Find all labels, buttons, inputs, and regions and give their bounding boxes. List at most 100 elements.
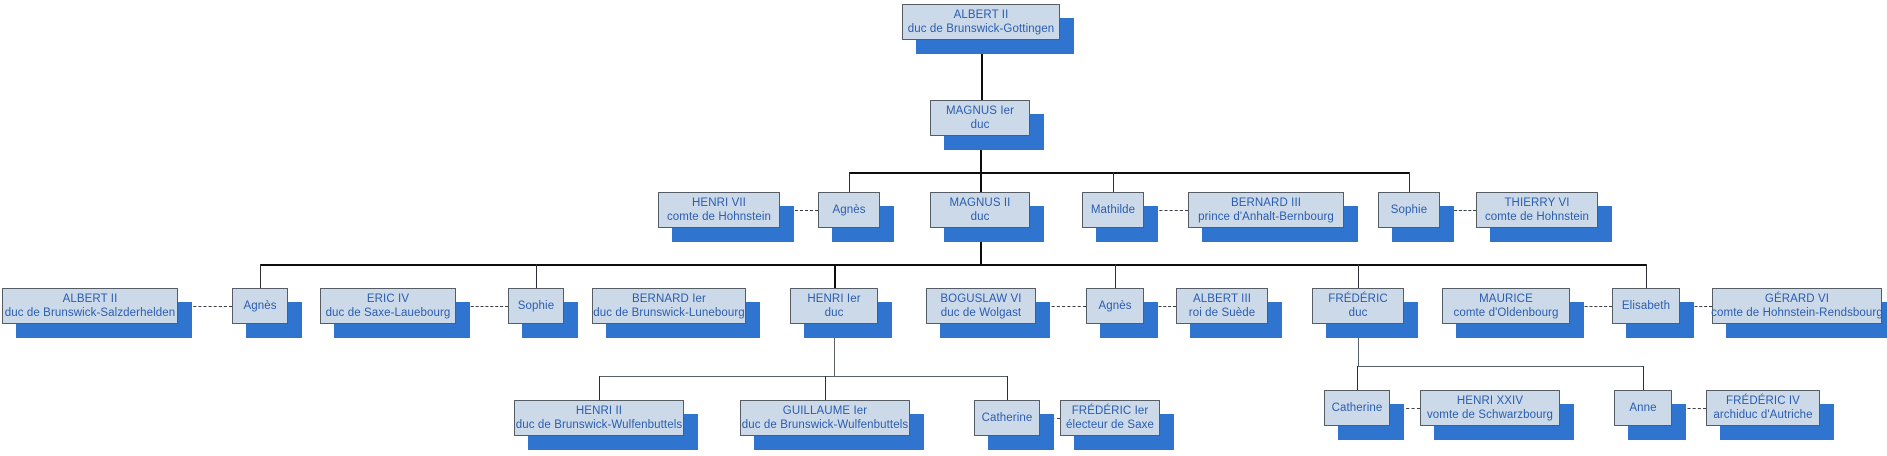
person-node-catherine_a[interactable]: Catherine: [974, 400, 1040, 436]
person-node-anne[interactable]: Anne: [1614, 390, 1672, 426]
descent-branch: [1112, 172, 1114, 192]
person-title: duc: [970, 119, 990, 131]
person-name: HENRI II: [575, 404, 623, 417]
person-node-maurice[interactable]: MAURICE comte d'Oldenbourg: [1442, 288, 1570, 324]
descent-bus: [260, 264, 1646, 266]
person-node-gerard6[interactable]: GÉRARD VI comte de Hohnstein-Rendsbourg: [1711, 288, 1883, 324]
marriage-link: [178, 306, 232, 307]
person-name: Catherine: [981, 411, 1033, 424]
person-name: ERIC IV: [366, 292, 410, 305]
descent-branch: [1645, 264, 1647, 288]
person-name: FRÉDÉRIC IV: [1726, 394, 1800, 407]
person-name: ALBERT III: [1192, 292, 1252, 305]
person-name: ALBERT II: [953, 8, 1009, 21]
descent-branch: [824, 376, 826, 400]
person-node-mathilde[interactable]: Mathilde: [1082, 192, 1144, 228]
person-node-frederic1[interactable]: FRÉDÉRIC Ier électeur de Saxe: [1060, 400, 1160, 436]
descent-bus: [849, 172, 1409, 174]
person-title: duc: [1348, 307, 1368, 319]
person-node-henri7[interactable]: HENRI VII comte de Hohnstein: [658, 192, 780, 228]
person-title: duc de Wolgast: [940, 307, 1022, 319]
descent-branch: [535, 264, 537, 288]
person-name: BERNARD Ier: [632, 292, 706, 305]
person-title: électeur de Saxe: [1066, 419, 1154, 431]
person-title: duc de Brunswick-Wulfenbuttels: [515, 419, 683, 431]
descent-line: [980, 40, 983, 100]
descent-branch: [1114, 264, 1116, 288]
descent-stem: [833, 324, 835, 376]
person-name: Elisabeth: [1621, 299, 1671, 312]
person-title: comte d'Oldenbourg: [1453, 307, 1559, 319]
person-title: prince d'Anhalt-Bernbourg: [1198, 211, 1334, 223]
person-name: Agnès: [243, 299, 277, 312]
person-node-albert2g[interactable]: ALBERT II duc de Brunswick-Gottingen: [902, 4, 1060, 40]
person-title: roi de Suède: [1188, 307, 1256, 319]
marriage-link: [1570, 306, 1612, 307]
person-title: duc de Brunswick-Salzderhelden: [4, 307, 176, 319]
person-node-magnus1[interactable]: MAGNUS Ier duc: [930, 100, 1030, 136]
person-title: duc de Brunswick-Lunebourg: [593, 307, 745, 319]
person-title: duc: [970, 211, 990, 223]
person-node-catherine_b[interactable]: Catherine: [1324, 390, 1390, 426]
descent-branch: [259, 264, 261, 288]
person-node-henri24[interactable]: HENRI XXIV vomte de Schwarzbourg: [1420, 390, 1560, 426]
descent-branch: [1356, 366, 1358, 390]
person-title: comte de Hohnstein-Rendsbourg: [1711, 307, 1883, 319]
person-node-albert3[interactable]: ALBERT III roi de Suède: [1176, 288, 1268, 324]
person-node-boguslaw6[interactable]: BOGUSLAW VI duc de Wolgast: [926, 288, 1036, 324]
person-name: MAURICE: [1479, 292, 1533, 305]
marriage-link: [1680, 306, 1712, 307]
person-name: GUILLAUME Ier: [782, 404, 868, 417]
person-title: comte de Hohnstein: [1484, 211, 1590, 223]
marriage-link: [1144, 210, 1188, 211]
person-title: vomte de Schwarzbourg: [1426, 409, 1554, 421]
person-name: GÉRARD VI: [1764, 292, 1830, 305]
descent-branch: [1357, 264, 1359, 288]
person-title: archiduc d'Autriche: [1713, 409, 1813, 421]
person-name: Sophie: [1390, 203, 1428, 216]
person-node-elisabeth[interactable]: Elisabeth: [1612, 288, 1680, 324]
person-node-bernard3[interactable]: BERNARD III prince d'Anhalt-Bernbourg: [1188, 192, 1344, 228]
person-name: BERNARD III: [1230, 196, 1302, 209]
person-node-agnes_b[interactable]: Agnès: [232, 288, 288, 324]
person-name: Agnès: [1098, 299, 1132, 312]
marriage-link: [780, 210, 818, 211]
person-node-sophie_b[interactable]: Sophie: [508, 288, 564, 324]
person-name: MAGNUS Ier: [945, 104, 1015, 117]
person-name: HENRI XXIV: [1456, 394, 1524, 407]
person-name: Agnès: [832, 203, 866, 216]
person-name: BOGUSLAW VI: [940, 292, 1022, 305]
person-name: Mathilde: [1090, 203, 1136, 216]
marriage-link: [456, 306, 508, 307]
person-node-frederic4[interactable]: FRÉDÉRIC IV archiduc d'Autriche: [1706, 390, 1820, 426]
person-node-sophie_a[interactable]: Sophie: [1378, 192, 1440, 228]
person-title: comte de Hohnstein: [666, 211, 772, 223]
person-name: HENRI VII: [692, 196, 746, 209]
descent-bus: [599, 376, 1007, 377]
person-node-bernard1[interactable]: BERNARD Ier duc de Brunswick-Lunebourg: [592, 288, 746, 324]
person-name: FRÉDÉRIC Ier: [1071, 404, 1149, 417]
person-node-agnes_c[interactable]: Agnès: [1086, 288, 1144, 324]
marriage-link: [1440, 210, 1476, 211]
person-node-henri2[interactable]: HENRI II duc de Brunswick-Wulfenbuttels: [514, 400, 684, 436]
person-title: duc de Brunswick-Gottingen: [907, 23, 1055, 35]
person-node-agnes_a[interactable]: Agnès: [818, 192, 880, 228]
marriage-link: [1390, 408, 1420, 409]
descent-branch: [1642, 366, 1644, 390]
descent-branch: [1408, 172, 1410, 192]
person-name: Anne: [1629, 401, 1657, 414]
descent-bus: [1357, 366, 1643, 367]
descent-branch: [848, 172, 850, 192]
marriage-link: [1036, 306, 1086, 307]
person-name: Sophie: [517, 299, 555, 312]
descent-stem: [979, 136, 982, 172]
descent-branch: [1006, 376, 1008, 400]
descent-branch: [598, 376, 600, 400]
